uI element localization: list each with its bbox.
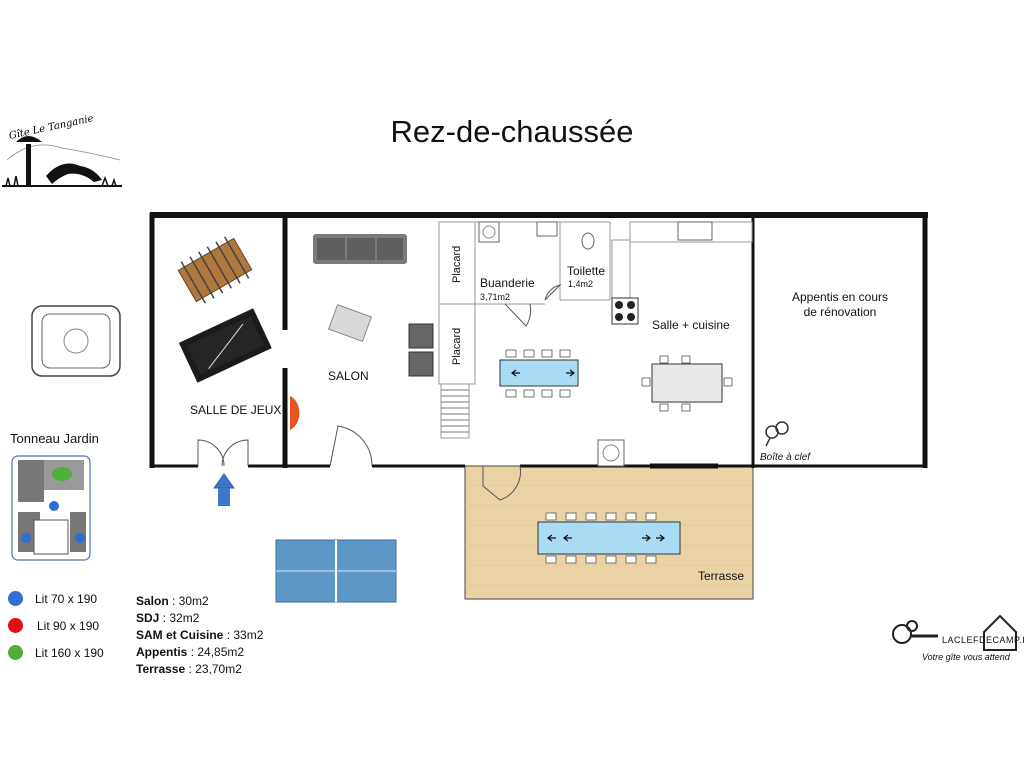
room-area-buanderie: 3,71m2 [480, 292, 511, 302]
legend-label: Lit 70 x 190 [35, 591, 98, 606]
kitchen-table [641, 355, 733, 412]
room-label-salle-cuisine: Salle + cuisine [652, 318, 730, 332]
area-list: Salon : 30m2 SDJ : 32m2 SAM et Cuisine :… [136, 593, 263, 678]
page-title: Rez-de-chaussée [390, 114, 634, 149]
room-label-placard-2: Placard [451, 327, 463, 365]
legend-item: Lit 160 x 190 [8, 644, 104, 661]
legend-label: Lit 90 x 190 [37, 618, 100, 633]
room-label-terrasse: Terrasse [698, 569, 745, 583]
brand-name: LACLEFDECAMP.FR [942, 635, 1024, 645]
terrace-table [537, 512, 681, 564]
pool-table [178, 308, 272, 383]
tonneau-plan [11, 455, 91, 561]
area-row: SAM et Cuisine : 33m2 [136, 628, 264, 642]
area-row: SDJ : 32m2 [136, 611, 200, 625]
brand-logo [892, 614, 1017, 651]
room-label-buanderie: Buanderie [480, 276, 535, 290]
legend-item: Lit 70 x 190 [8, 590, 104, 607]
room-area-toilette: 1,4m2 [568, 279, 594, 289]
key-box-label: Boîte à clef [760, 452, 811, 463]
brand-tagline: Votre gîte vous attend [922, 652, 1010, 662]
room-label-toilette: Toilette [567, 264, 606, 278]
room-label-salon: SALON [328, 369, 369, 383]
tonneau-label: Tonneau Jardin [10, 431, 99, 446]
room-label-salle-de-jeux: SALLE DE JEUX [190, 403, 282, 417]
legend-item: Lit 90 x 190 [8, 617, 104, 634]
room-label-appentis-line2: de rénovation [803, 305, 877, 319]
key-icon [765, 421, 789, 447]
gite-logo: Gîte Le Tanganie [2, 108, 122, 190]
legend-dot-red [8, 618, 23, 633]
ping-pong-table [275, 539, 397, 603]
legend-dot-green [8, 645, 23, 660]
stove [611, 297, 639, 325]
legend-label: Lit 160 x 190 [35, 645, 104, 660]
foosball-table [177, 236, 253, 304]
room-label-placard-1: Placard [451, 245, 463, 283]
area-row: Appentis : 24,85m2 [136, 645, 245, 659]
legend-dot-blue [8, 591, 23, 606]
sofa [313, 234, 407, 264]
room-label-appentis-line1: Appentis en cours [791, 290, 889, 304]
area-row: Salon : 30m2 [136, 594, 209, 608]
bed-legend: Lit 70 x 190 Lit 90 x 190 Lit 160 x 190 [8, 590, 104, 661]
area-row: Terrasse : 23,70m2 [136, 662, 242, 676]
dining-table [499, 349, 579, 398]
jacuzzi [31, 305, 121, 377]
